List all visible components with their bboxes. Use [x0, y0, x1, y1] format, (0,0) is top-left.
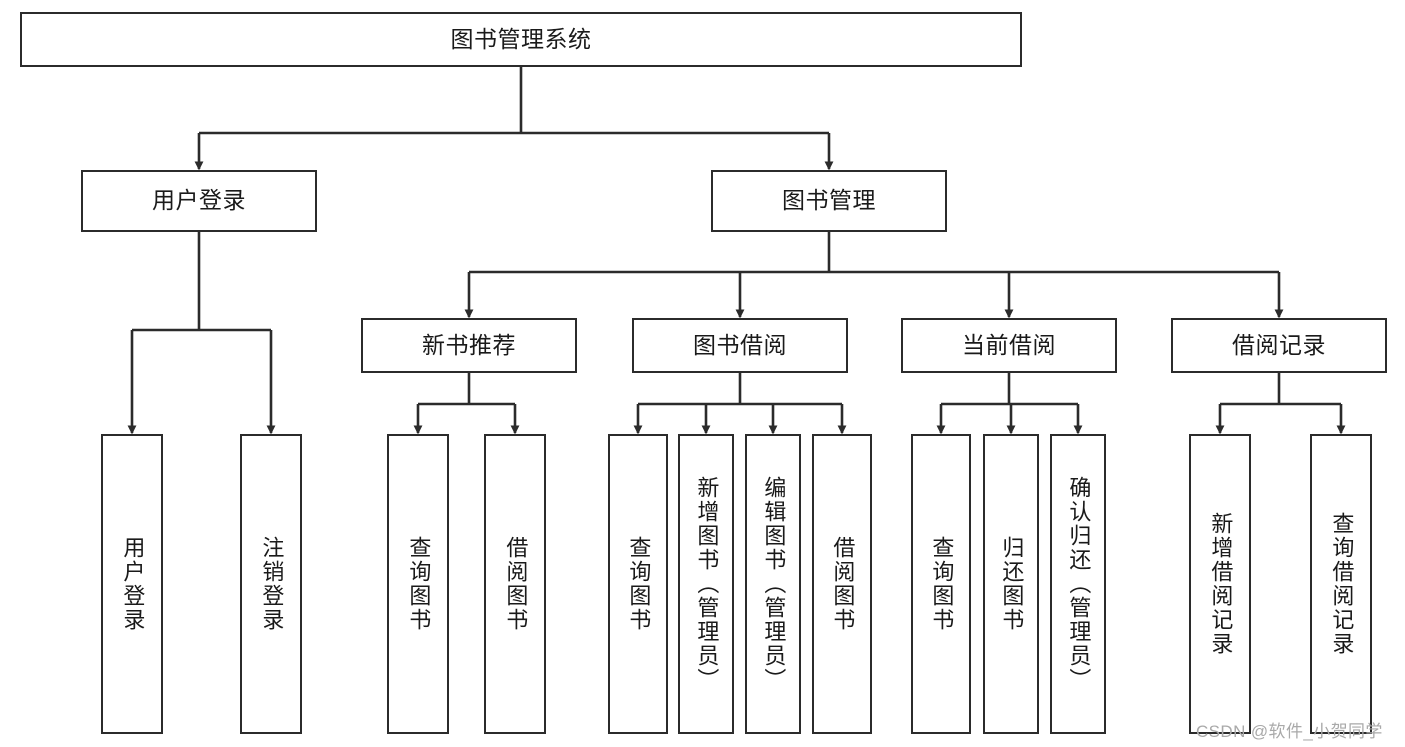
node-label: 注销登录 — [259, 536, 285, 632]
node-root[interactable]: 图书管理系统 — [20, 12, 1022, 67]
node-label: 编辑图书（管理员） — [761, 476, 787, 692]
node-leaf_0[interactable]: 用户登录 — [101, 434, 163, 734]
node-leaf_4[interactable]: 查询图书 — [608, 434, 668, 734]
node-leaf_12[interactable]: 查询借阅记录 — [1310, 434, 1372, 734]
node-label: 新增借阅记录 — [1208, 512, 1234, 656]
node-l1_1[interactable]: 图书管理 — [711, 170, 947, 232]
node-leaf_11[interactable]: 新增借阅记录 — [1189, 434, 1251, 734]
node-label: 借阅记录 — [1232, 331, 1326, 358]
node-l2_3[interactable]: 借阅记录 — [1171, 318, 1387, 373]
node-label: 图书借阅 — [693, 331, 787, 358]
node-leaf_1[interactable]: 注销登录 — [240, 434, 302, 734]
node-l2_0[interactable]: 新书推荐 — [361, 318, 577, 373]
node-label: 借阅图书 — [503, 536, 529, 632]
node-l2_2[interactable]: 当前借阅 — [901, 318, 1117, 373]
node-label: 查询图书 — [929, 536, 955, 632]
node-label: 查询图书 — [406, 536, 432, 632]
node-leaf_5[interactable]: 新增图书（管理员） — [678, 434, 734, 734]
node-l1_0[interactable]: 用户登录 — [81, 170, 317, 232]
node-leaf_7[interactable]: 借阅图书 — [812, 434, 872, 734]
node-leaf_9[interactable]: 归还图书 — [983, 434, 1039, 734]
node-label: 图书管理 — [782, 187, 876, 214]
node-label: 确认归还（管理员） — [1066, 476, 1092, 692]
node-label: 用户登录 — [152, 187, 246, 214]
node-leaf_3[interactable]: 借阅图书 — [484, 434, 546, 734]
node-leaf_2[interactable]: 查询图书 — [387, 434, 449, 734]
node-l2_1[interactable]: 图书借阅 — [632, 318, 848, 373]
node-leaf_8[interactable]: 查询图书 — [911, 434, 971, 734]
node-label: 查询图书 — [626, 536, 652, 632]
node-leaf_10[interactable]: 确认归还（管理员） — [1050, 434, 1106, 734]
node-label: 借阅图书 — [830, 536, 856, 632]
node-label: 查询借阅记录 — [1329, 512, 1355, 656]
node-label: 新增图书（管理员） — [694, 476, 720, 692]
node-label: 图书管理系统 — [450, 25, 592, 52]
node-label: 当前借阅 — [962, 331, 1056, 358]
node-label: 新书推荐 — [422, 331, 516, 358]
node-label: 用户登录 — [120, 536, 146, 632]
node-leaf_6[interactable]: 编辑图书（管理员） — [745, 434, 801, 734]
node-label: 归还图书 — [999, 536, 1025, 632]
